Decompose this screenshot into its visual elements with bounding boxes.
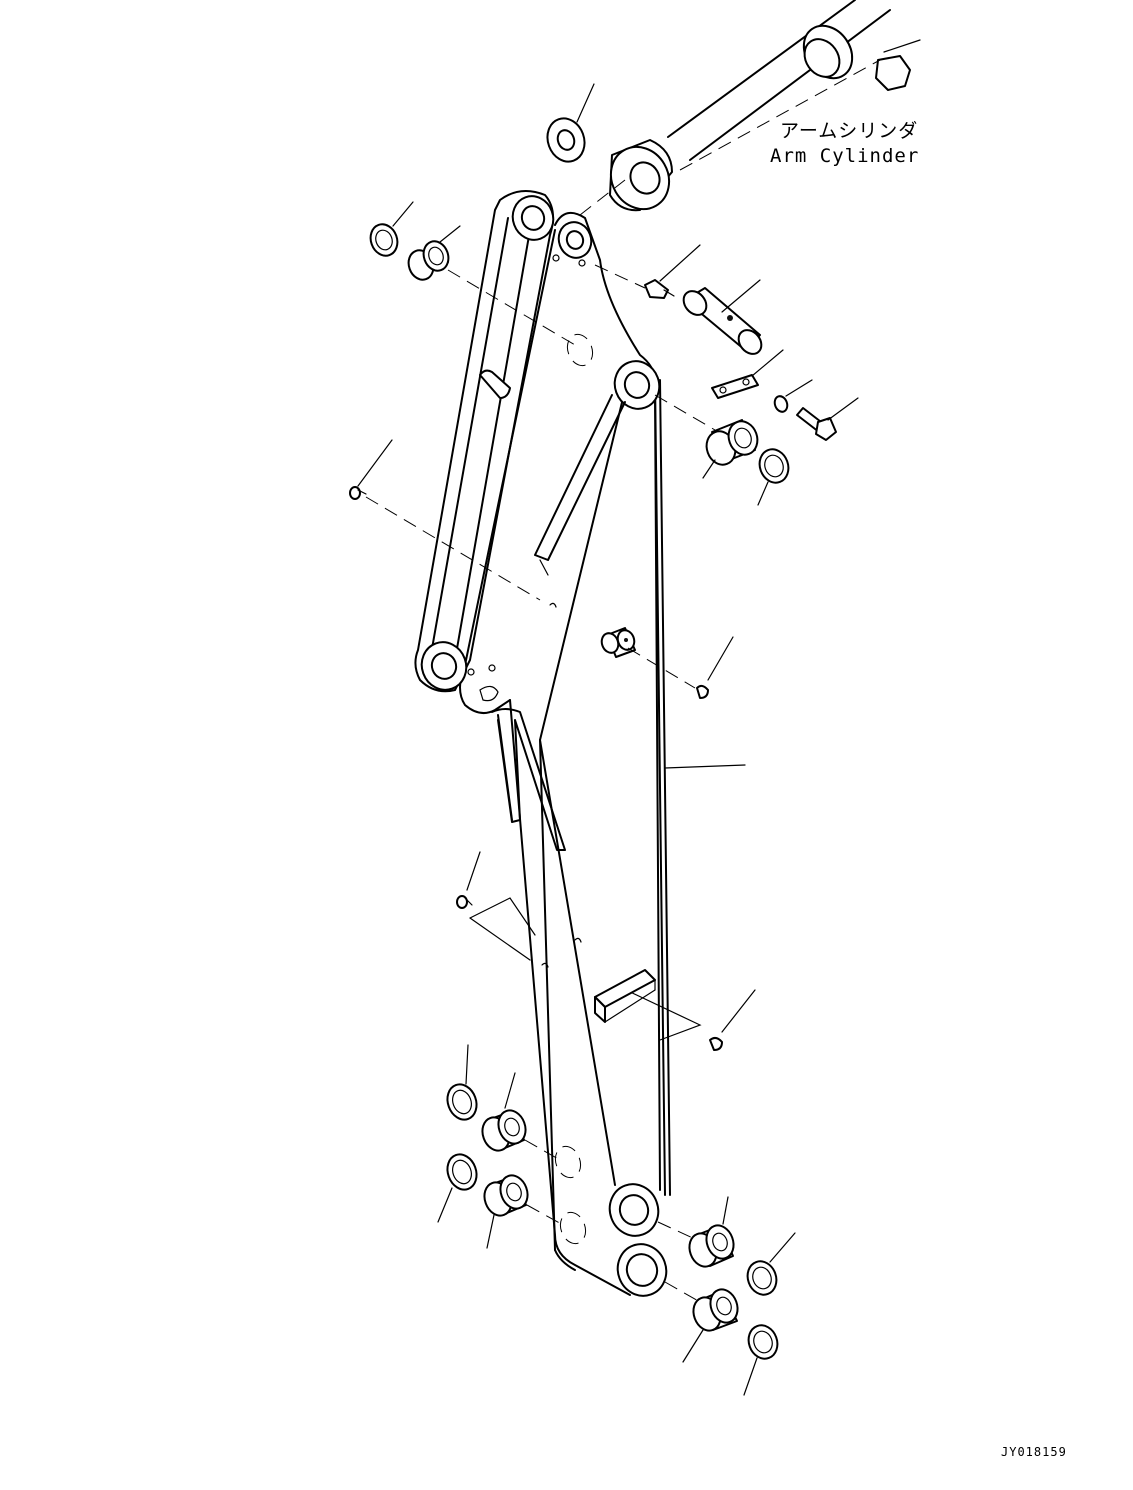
lower-left-bushing-2 xyxy=(483,1174,566,1249)
lower-left-seal-2 xyxy=(437,1153,478,1223)
plug-lower-left xyxy=(456,851,481,909)
arm-structure xyxy=(414,190,746,1297)
stopper-block xyxy=(594,969,656,1023)
plug-lower-right xyxy=(709,989,756,1051)
upper-left-bushing xyxy=(407,225,576,346)
arm-cylinder-label-english: Arm Cylinder xyxy=(770,145,919,167)
arm-cylinder xyxy=(579,0,921,216)
lower-right-bushing-2 xyxy=(664,1281,739,1363)
spring-washer xyxy=(773,379,813,413)
mid-right-bushing xyxy=(654,394,759,479)
upper-left-seal xyxy=(369,201,414,257)
drawing-id: JY018159 xyxy=(1001,1445,1067,1459)
lock-bolt xyxy=(796,397,859,441)
lower-right-bushing-1 xyxy=(657,1196,735,1268)
plug-center xyxy=(696,636,734,699)
mid-right-seal xyxy=(757,448,790,506)
cover-plate-outline xyxy=(469,897,702,1041)
center-boss xyxy=(600,627,696,689)
thrust-washer-top xyxy=(546,83,595,163)
grease-fitting-top xyxy=(594,244,701,299)
arm-cylinder-label-japanese: アームシリンダ xyxy=(780,120,918,142)
lower-left-seal-1 xyxy=(446,1044,478,1121)
lock-plate xyxy=(711,349,784,399)
lower-left-bushing-1 xyxy=(481,1072,561,1161)
lower-right-seal-1 xyxy=(746,1232,796,1296)
plug-upper-left xyxy=(349,439,541,601)
arm-pin xyxy=(682,279,763,355)
arm-cylinder-label: アームシリンダ Arm Cylinder xyxy=(770,120,919,167)
lower-right-seal-2 xyxy=(743,1324,779,1396)
